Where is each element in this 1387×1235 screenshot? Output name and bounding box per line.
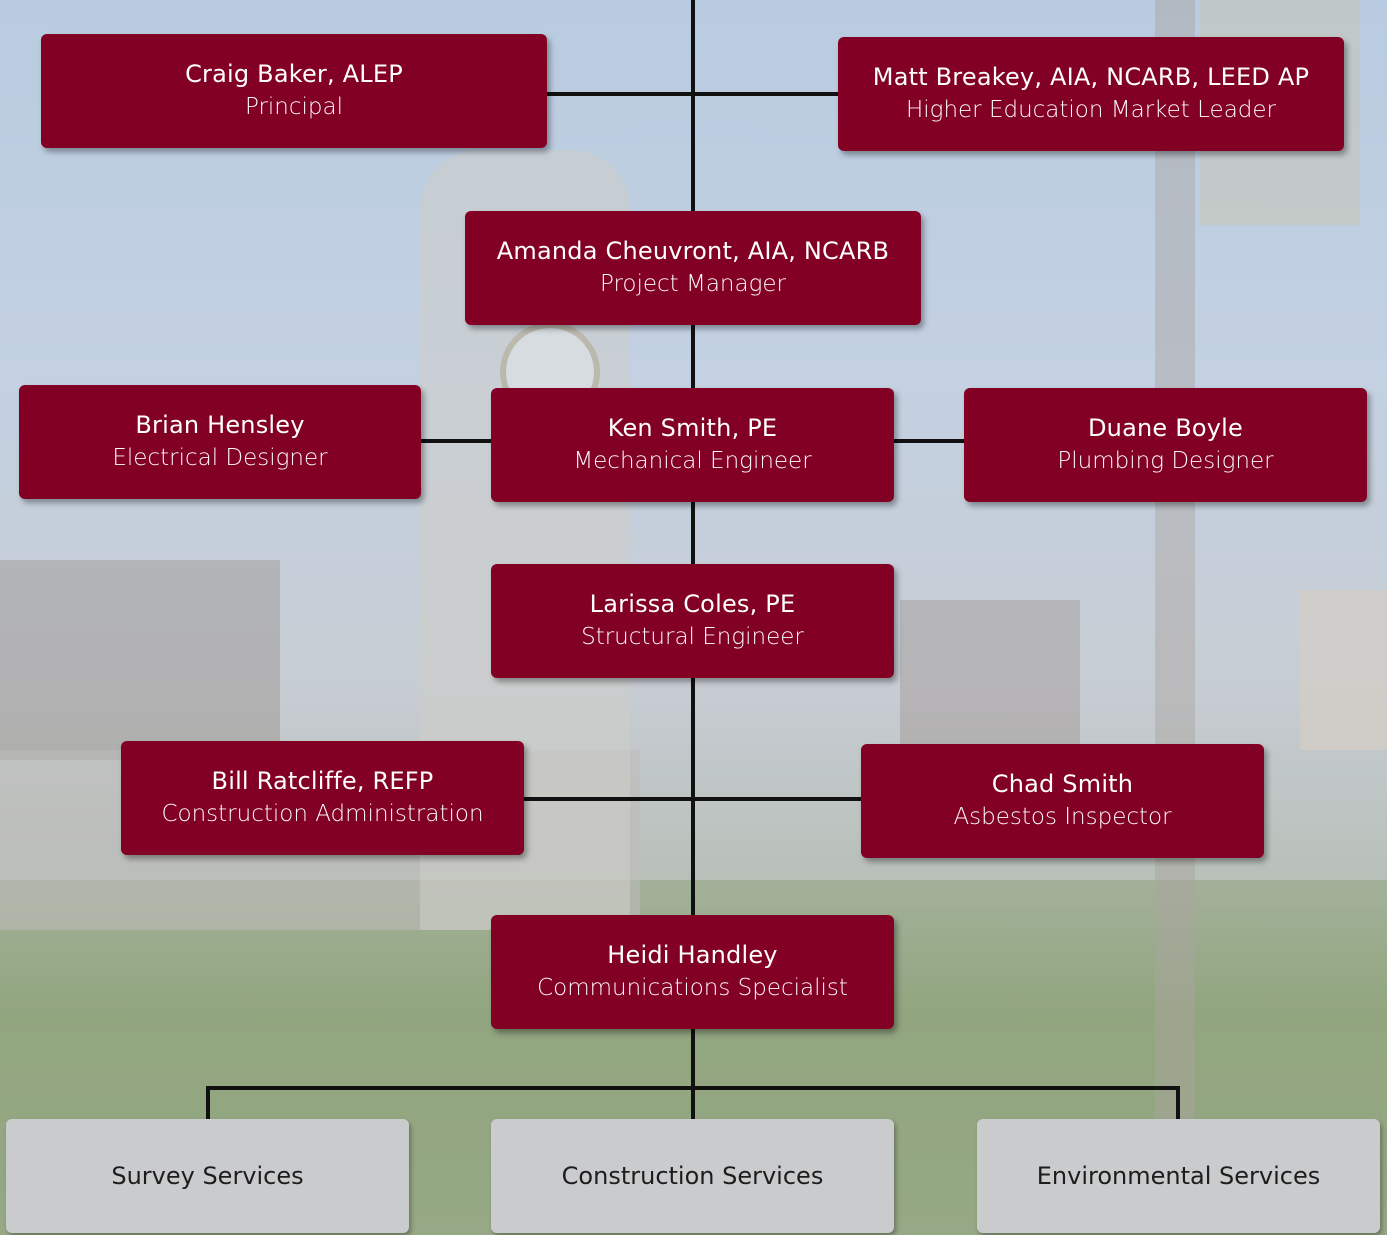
person-name: Brian Hensley	[135, 411, 305, 439]
person-card-heidi: Heidi Handley Communications Specialist	[491, 915, 894, 1029]
person-card-matt: Matt Breakey, AIA, NCARB, LEED AP Higher…	[838, 37, 1344, 151]
service-box-construction: Construction Services	[491, 1119, 894, 1233]
person-card-ken: Ken Smith, PE Mechanical Engineer	[491, 388, 894, 502]
person-role: Higher Education Market Leader	[905, 97, 1277, 123]
person-card-duane: Duane Boyle Plumbing Designer	[964, 388, 1367, 502]
person-role: Plumbing Designer	[1057, 448, 1274, 474]
person-name: Larissa Coles, PE	[589, 590, 796, 618]
person-card-larissa: Larissa Coles, PE Structural Engineer	[491, 564, 894, 678]
person-name: Heidi Handley	[607, 941, 778, 969]
person-name: Bill Ratcliffe, REFP	[211, 767, 434, 795]
person-card-chad: Chad Smith Asbestos Inspector	[861, 744, 1264, 858]
person-name: Chad Smith	[991, 770, 1134, 798]
person-role: Electrical Designer	[112, 445, 328, 471]
person-role: Principal	[244, 94, 343, 120]
person-name: Matt Breakey, AIA, NCARB, LEED AP	[872, 63, 1310, 91]
person-role: Project Manager	[599, 271, 787, 297]
person-name: Amanda Cheuvront, AIA, NCARB	[496, 237, 890, 265]
background-lamp-pole	[1155, 0, 1195, 1150]
person-name: Ken Smith, PE	[607, 414, 778, 442]
person-role: Asbestos Inspector	[953, 804, 1172, 830]
service-label: Survey Services	[111, 1162, 304, 1190]
person-card-craig: Craig Baker, ALEP Principal	[41, 34, 547, 148]
connector-line-services	[206, 1086, 1180, 1120]
person-card-brian: Brian Hensley Electrical Designer	[19, 385, 421, 499]
service-box-survey: Survey Services	[6, 1119, 409, 1233]
person-name: Craig Baker, ALEP	[185, 60, 403, 88]
service-label: Environmental Services	[1036, 1162, 1321, 1190]
person-role: Construction Administration	[161, 801, 484, 827]
person-card-bill: Bill Ratcliffe, REFP Construction Admini…	[121, 741, 524, 855]
background-building	[1300, 590, 1387, 750]
person-name: Duane Boyle	[1088, 414, 1243, 442]
background-building	[0, 560, 280, 760]
person-role: Structural Engineer	[581, 624, 804, 650]
person-card-amanda: Amanda Cheuvront, AIA, NCARB Project Man…	[465, 211, 921, 325]
person-role: Communications Specialist	[537, 975, 848, 1001]
service-box-environmental: Environmental Services	[977, 1119, 1380, 1233]
person-role: Mechanical Engineer	[573, 448, 812, 474]
service-label: Construction Services	[561, 1162, 824, 1190]
